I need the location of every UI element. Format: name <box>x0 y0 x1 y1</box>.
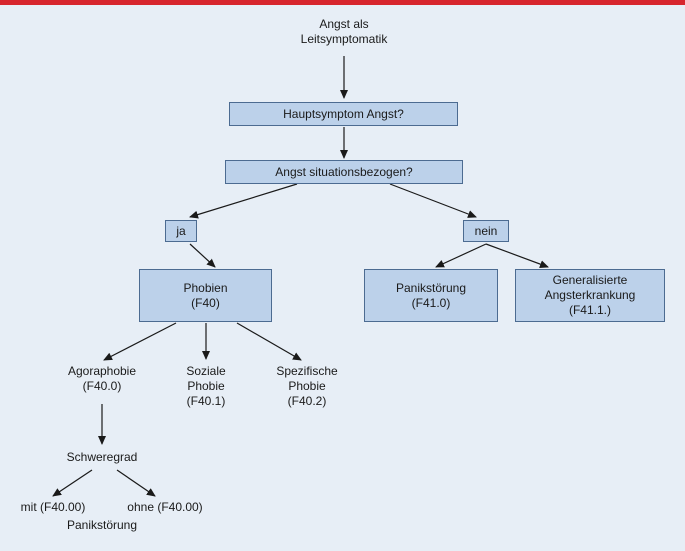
node-nein: nein <box>463 220 509 242</box>
spezifische-line-2: Phobie <box>288 379 326 393</box>
edge-nein-generalisierte <box>485 243 549 268</box>
node-generalisierte: Generalisierte Angsterkrankung (F41.1.) <box>515 269 665 322</box>
root-line-1: Angst als <box>319 17 369 31</box>
node-mit: mit (F40.00) <box>8 500 98 515</box>
node-soziale: Soziale Phobie (F40.1) <box>166 364 246 409</box>
agoraphobie-line-1: Agoraphobie <box>67 364 137 378</box>
ja-text: ja <box>176 223 186 238</box>
root-line-2: Leitsymptomatik <box>300 32 388 46</box>
soziale-line-3: (F40.1) <box>186 394 226 408</box>
agoraphobie-line-2: (F40.0) <box>82 379 122 393</box>
node-agoraphobie: Agoraphobie (F40.0) <box>52 364 152 394</box>
nein-text: nein <box>474 223 498 238</box>
edge-phobien-agoraphobie <box>103 322 177 361</box>
schweregrad-text: Schweregrad <box>66 450 138 464</box>
hauptsymptom-text: Hauptsymptom Angst? <box>283 106 404 121</box>
node-panik-label: Panikstörung <box>52 518 152 533</box>
edge-ja-phobien <box>189 243 216 268</box>
node-spezifische: Spezifische Phobie (F40.2) <box>262 364 352 409</box>
edge-schweregrad-ohne <box>116 469 156 497</box>
panikstoerung-line-1: Panikstörung <box>395 280 467 295</box>
generalisierte-line-3: (F41.1.) <box>568 303 611 317</box>
edge-phobien-spezifische <box>236 322 302 361</box>
accent-bar <box>0 0 685 5</box>
phobien-line-2: (F40) <box>191 295 220 310</box>
node-ja: ja <box>165 220 197 242</box>
node-panikstoerung: Panikstörung (F41.0) <box>364 269 498 322</box>
spezifische-line-3: (F40.2) <box>287 394 327 408</box>
node-hauptsymptom: Hauptsymptom Angst? <box>229 102 458 126</box>
generalisierte-line-1: Generalisierte <box>552 273 628 287</box>
situationsbezogen-text: Angst situationsbezogen? <box>275 164 413 179</box>
edge-schweregrad-mit <box>52 469 93 497</box>
node-schweregrad: Schweregrad <box>52 450 152 465</box>
soziale-line-2: Phobie <box>187 379 225 393</box>
edge-situationsbezogen-nein <box>389 183 477 218</box>
soziale-line-1: Soziale <box>186 364 226 378</box>
node-situationsbezogen: Angst situationsbezogen? <box>225 160 463 184</box>
ohne-text: ohne (F40.00) <box>127 500 203 514</box>
generalisierte-line-2: Angsterkrankung <box>544 288 636 302</box>
node-root: Angst als Leitsymptomatik <box>284 17 404 47</box>
spezifische-line-1: Spezifische <box>276 364 338 378</box>
panikstoerung-line-2: (F41.0) <box>411 295 451 310</box>
panik-label-text: Panikstörung <box>66 518 138 532</box>
node-ohne: ohne (F40.00) <box>120 500 210 515</box>
mit-text: mit (F40.00) <box>20 500 86 514</box>
edge-nein-panikstoerung <box>435 243 487 268</box>
node-phobien: Phobien (F40) <box>139 269 272 322</box>
phobien-line-1: Phobien <box>183 280 228 295</box>
edge-situationsbezogen-ja <box>189 183 298 219</box>
